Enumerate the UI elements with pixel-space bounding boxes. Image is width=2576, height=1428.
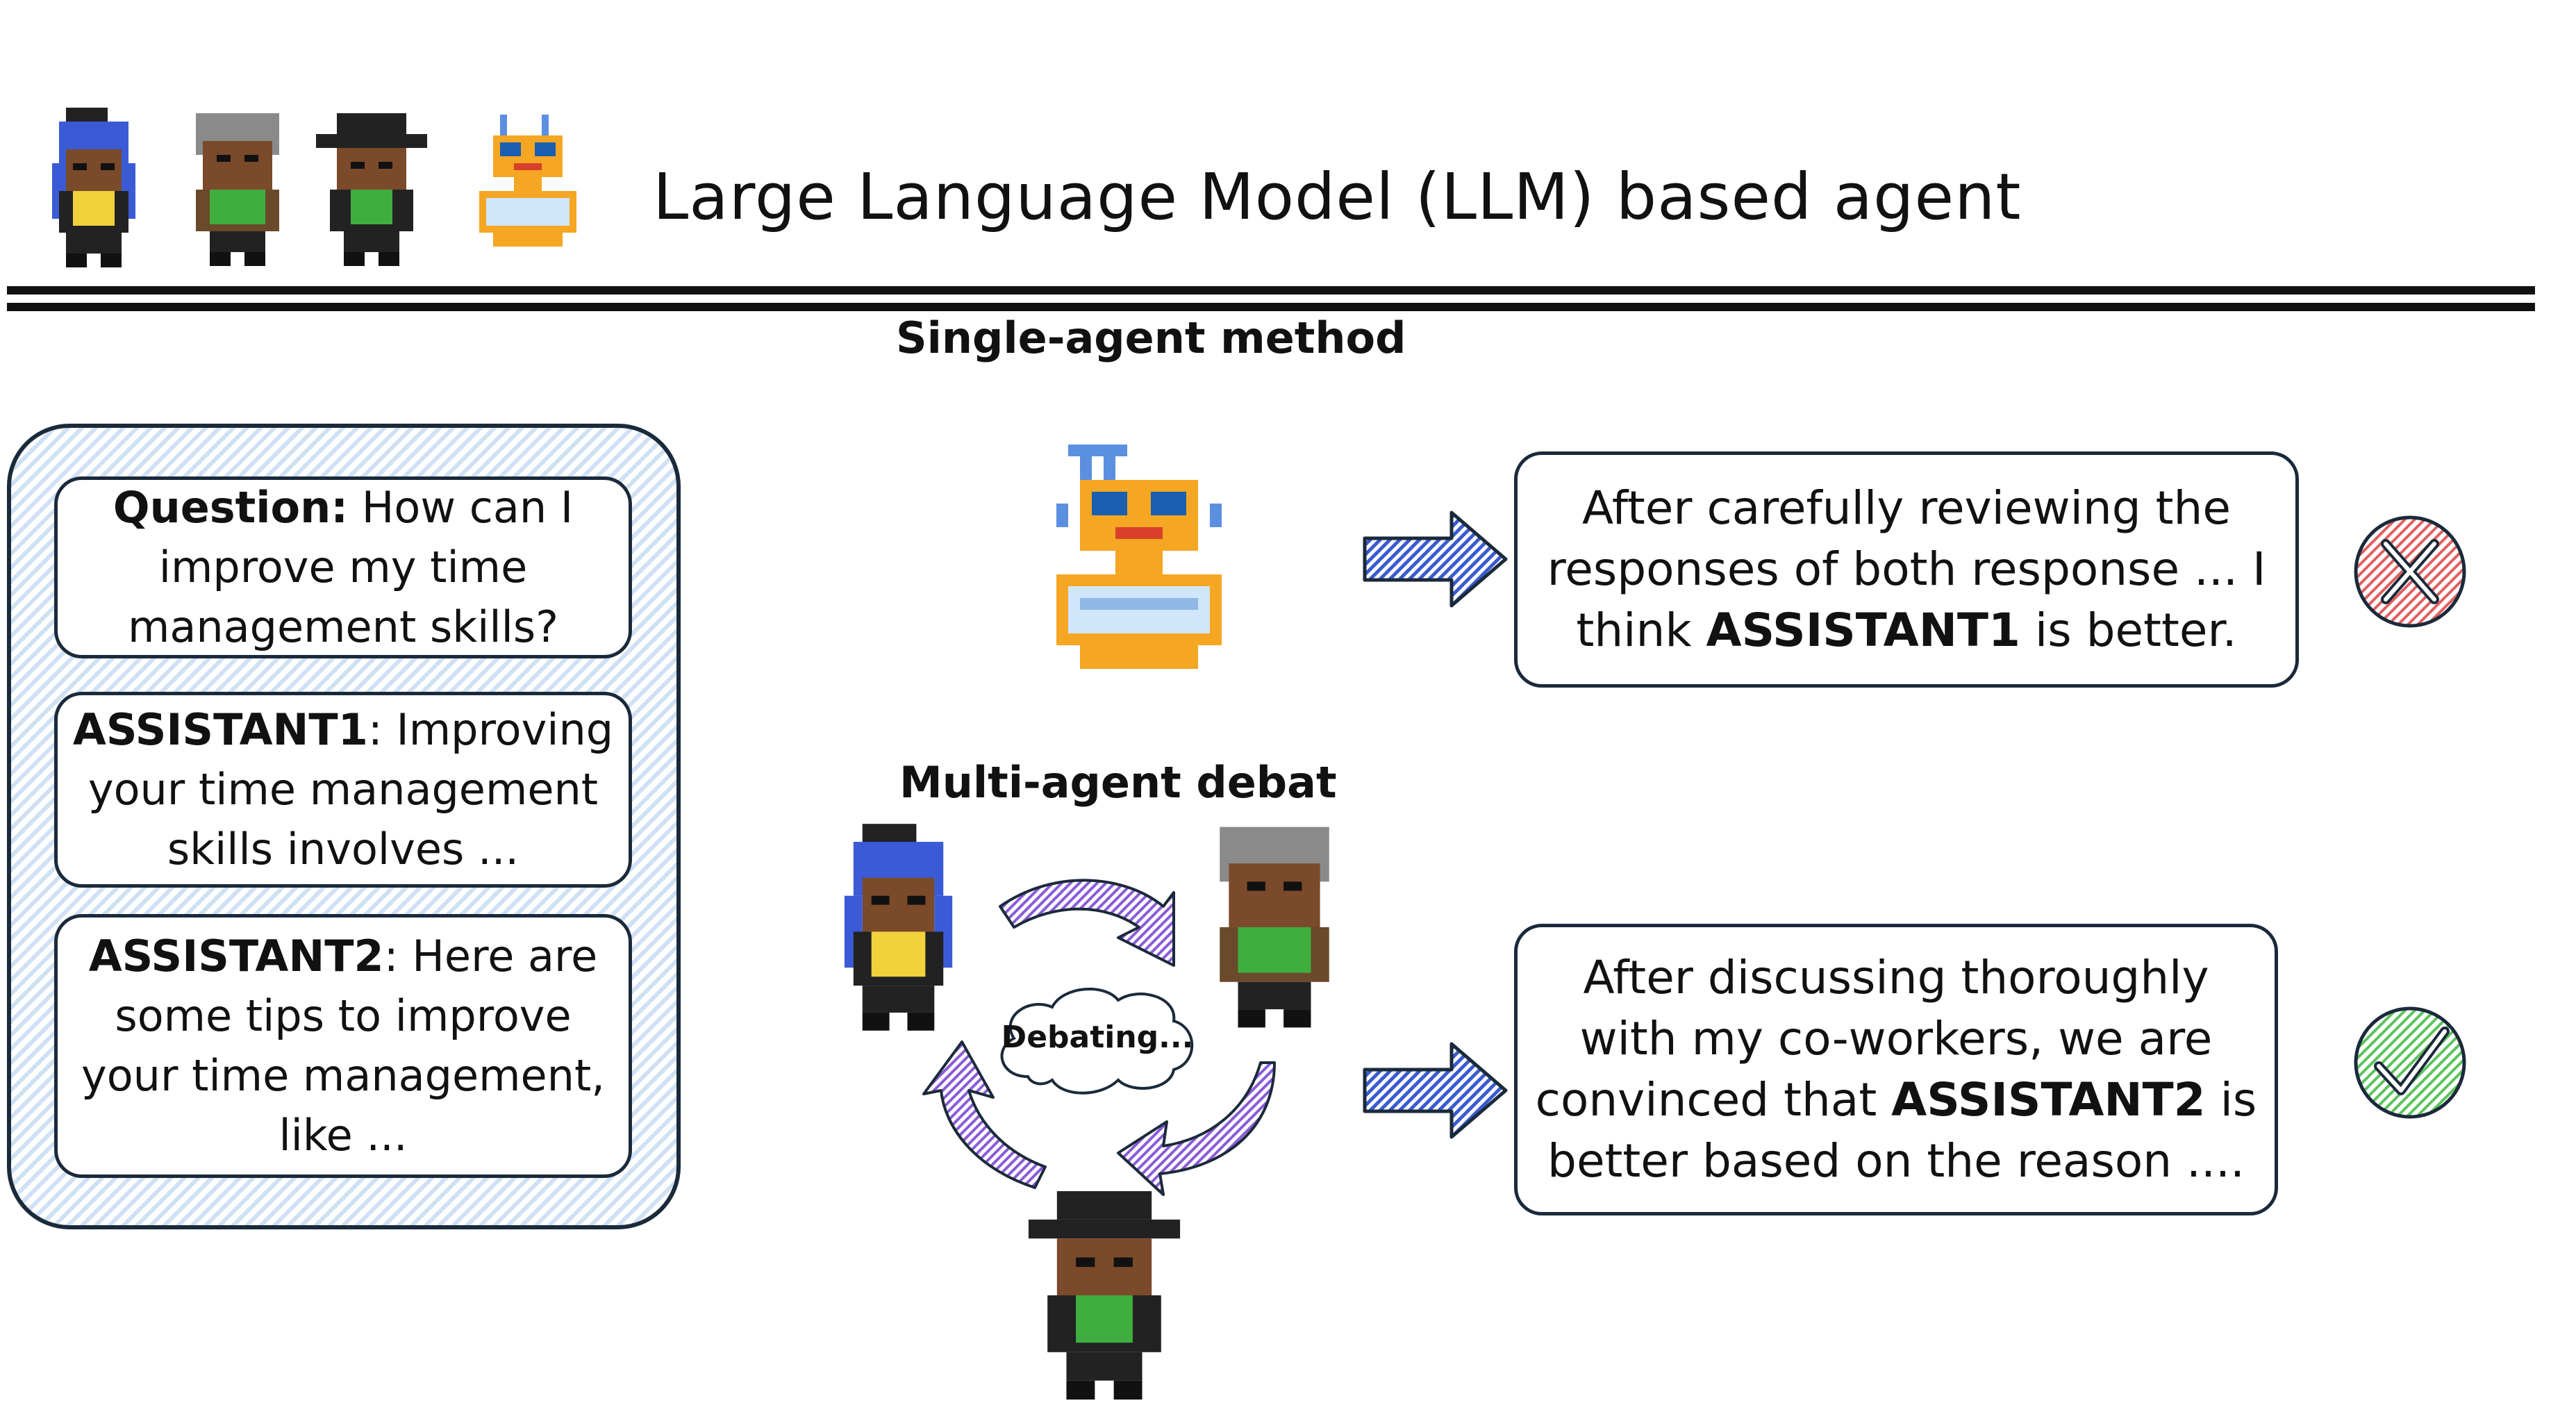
debating-label: Debating... bbox=[1001, 1020, 1194, 1055]
single-agent-result: After carefully reviewing the responses … bbox=[1514, 451, 2299, 688]
multi-agent-label: Multi-agent debat bbox=[899, 757, 1337, 808]
arrow-left bbox=[922, 1040, 1047, 1189]
multi-result-text: After discussing thoroughly with my co-w… bbox=[1535, 951, 2213, 1127]
debating-cloud: Debating... bbox=[986, 979, 1208, 1104]
single-result-assistant: ASSISTANT1 bbox=[1706, 604, 2020, 657]
header-character-black-hat bbox=[316, 113, 427, 267]
question-label: Question: bbox=[113, 482, 349, 533]
debate-cycle-arrows bbox=[896, 861, 1313, 1222]
multi-arrow-icon bbox=[1361, 1038, 1511, 1143]
assistant2-card: ASSISTANT2: Here are some tips to improv… bbox=[54, 914, 632, 1178]
assistant1-text: : Improving your time management skills … bbox=[88, 704, 614, 874]
header-divider bbox=[7, 286, 2535, 294]
arrow-top bbox=[999, 879, 1175, 967]
debater-black-hat bbox=[1028, 1191, 1181, 1400]
multi-result-assistant: ASSISTANT2 bbox=[1891, 1073, 2206, 1127]
arrow-right bbox=[1117, 1061, 1276, 1196]
page-title: Large Language Model (LLM) based agent bbox=[653, 160, 2022, 234]
assistant1-card: ASSISTANT1: Improving your time manageme… bbox=[54, 692, 632, 888]
header-character-gray-hair bbox=[182, 113, 293, 267]
single-result-text: After carefully reviewing the responses … bbox=[1547, 481, 2266, 657]
header-character-blue-hair bbox=[38, 108, 156, 267]
check-icon bbox=[2351, 1004, 2469, 1122]
question-card: Question: How can I improve my time mana… bbox=[54, 476, 632, 658]
multi-result-text-end: is better based on the reason .... bbox=[1547, 1073, 2257, 1188]
debater-blue-hair bbox=[826, 823, 979, 1031]
cross-icon bbox=[2351, 513, 2469, 631]
header-divider-second bbox=[7, 303, 2535, 311]
assistant2-label: ASSISTANT2 bbox=[88, 931, 384, 981]
single-agent-robot-icon bbox=[1042, 445, 1236, 681]
assistant2-text: : Here are some tips to improve your tim… bbox=[81, 931, 605, 1161]
header-robot-icon bbox=[472, 115, 583, 254]
single-arrow-icon bbox=[1361, 507, 1511, 611]
debater-gray-hair bbox=[1202, 827, 1347, 1028]
question-text: How can I improve my time management ski… bbox=[127, 482, 574, 652]
single-result-text-end: is better. bbox=[2020, 604, 2237, 657]
single-agent-label: Single-agent method bbox=[896, 313, 1406, 363]
assistant1-label: ASSISTANT1 bbox=[72, 704, 368, 755]
input-panel: Question: How can I improve my time mana… bbox=[7, 424, 681, 1229]
multi-agent-result: After discussing thoroughly with my co-w… bbox=[1514, 924, 2278, 1215]
